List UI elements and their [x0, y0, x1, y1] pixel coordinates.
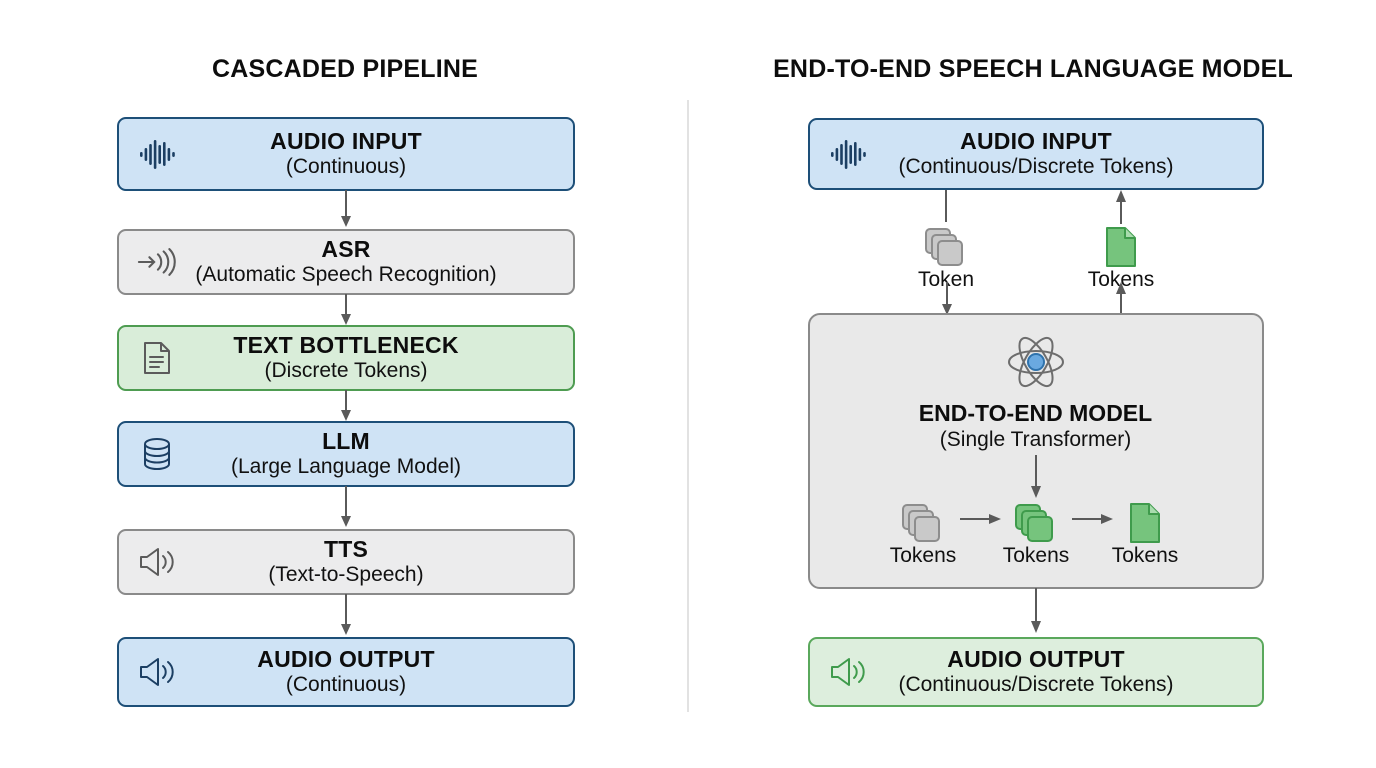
node-label-group: TEXT BOTTLENECK (Discrete Tokens) [227, 332, 464, 384]
node-title: AUDIO OUTPUT [257, 646, 435, 673]
arrow-audio-input-to-asr [341, 190, 351, 227]
inner-token-group-2: Tokens [986, 498, 1086, 568]
node-label-group: ASR (Automatic Speech Recognition) [189, 236, 502, 288]
inner-token-group-3: Tokens [1095, 498, 1195, 568]
audio-waveform-icon [137, 134, 177, 174]
connector-audio-input-to-token [945, 190, 947, 222]
page-title-cascaded: CASCADED PIPELINE [212, 55, 478, 83]
atom-icon [1006, 332, 1066, 397]
node-llm[interactable]: LLM (Large Language Model) [117, 421, 575, 487]
token-document-green-icon [1095, 498, 1195, 544]
arrow-model-to-audio-output [1031, 588, 1041, 633]
node-title: AUDIO INPUT [270, 128, 422, 155]
node-subtitle: (Automatic Speech Recognition) [195, 263, 497, 287]
inner-token-group-1: Tokens [873, 498, 973, 568]
model-subtitle: (Single Transformer) [939, 428, 1132, 451]
document-icon [137, 338, 177, 378]
arrow-model-to-inner-tokens [1031, 455, 1041, 498]
arrow-tokens-to-audio-input [1116, 190, 1126, 224]
token-label: Tokens [889, 544, 957, 567]
arrow-text-bottleneck-to-llm [341, 390, 351, 421]
speaker-icon [137, 652, 177, 692]
node-audio-output-cascaded[interactable]: AUDIO OUTPUT (Continuous) [117, 637, 575, 707]
node-subtitle: (Text-to-Speech) [268, 563, 424, 587]
arrow-model-to-tokens [1116, 282, 1126, 316]
token-label: Tokens [1111, 544, 1179, 567]
arrow-asr-to-text-bottleneck [341, 294, 351, 325]
page-title-end-to-end: END-TO-END SPEECH LANGUAGE MODEL [773, 55, 1293, 83]
node-title: LLM [322, 428, 370, 455]
model-heading-group: END-TO-END MODEL (Single Transformer) [808, 400, 1263, 452]
token-stack-grey-icon [896, 222, 996, 268]
node-label-group: LLM (Large Language Model) [225, 428, 467, 480]
token-label: Token [917, 268, 975, 291]
node-title: ASR [321, 236, 371, 263]
node-label-group: AUDIO INPUT (Continuous) [264, 128, 428, 180]
node-subtitle: (Continuous/Discrete Tokens) [898, 673, 1174, 697]
token-document-green-icon [1071, 222, 1171, 268]
node-subtitle: (Discrete Tokens) [264, 359, 428, 383]
speaker-icon [828, 652, 868, 692]
model-title: END-TO-END MODEL [918, 400, 1153, 426]
token-stack-green-icon [986, 498, 1086, 544]
speech-recognition-icon [137, 242, 177, 282]
arrow-tts-to-audio-output [341, 594, 351, 635]
node-subtitle: (Large Language Model) [231, 455, 461, 479]
node-subtitle: (Continuous) [285, 155, 407, 179]
arrow-inner-token-1-to-2 [960, 514, 1001, 524]
node-subtitle: (Continuous/Discrete Tokens) [898, 155, 1174, 179]
token-label: Tokens [1002, 544, 1070, 567]
node-title: TEXT BOTTLENECK [233, 332, 459, 359]
node-text-bottleneck[interactable]: TEXT BOTTLENECK (Discrete Tokens) [117, 325, 575, 391]
node-audio-output-e2e[interactable]: AUDIO OUTPUT (Continuous/Discrete Tokens… [808, 637, 1264, 707]
token-label: Tokens [1087, 268, 1155, 291]
node-title: TTS [323, 536, 369, 563]
node-subtitle: (Continuous) [285, 673, 407, 697]
speaker-icon [137, 542, 177, 582]
column-divider [687, 100, 689, 712]
node-label-group: AUDIO OUTPUT (Continuous/Discrete Tokens… [892, 646, 1179, 698]
node-label-group: AUDIO OUTPUT (Continuous) [251, 646, 440, 698]
database-icon [137, 434, 177, 474]
node-title: AUDIO INPUT [960, 128, 1112, 155]
token-group-output: Tokens [1071, 222, 1171, 292]
audio-waveform-icon [828, 134, 868, 174]
token-group-input: Token [896, 222, 996, 292]
node-title: AUDIO OUTPUT [947, 646, 1125, 673]
node-label-group: TTS (Text-to-Speech) [262, 536, 429, 588]
arrow-token-to-model [942, 282, 952, 315]
node-audio-input-e2e[interactable]: AUDIO INPUT (Continuous/Discrete Tokens) [808, 118, 1264, 190]
arrow-llm-to-tts [341, 486, 351, 527]
node-tts[interactable]: TTS (Text-to-Speech) [117, 529, 575, 595]
node-audio-input-cascaded[interactable]: AUDIO INPUT (Continuous) [117, 117, 575, 191]
node-label-group: AUDIO INPUT (Continuous/Discrete Tokens) [892, 128, 1179, 180]
arrow-inner-token-2-to-3 [1072, 514, 1113, 524]
token-stack-grey-icon [873, 498, 973, 544]
node-asr[interactable]: ASR (Automatic Speech Recognition) [117, 229, 575, 295]
